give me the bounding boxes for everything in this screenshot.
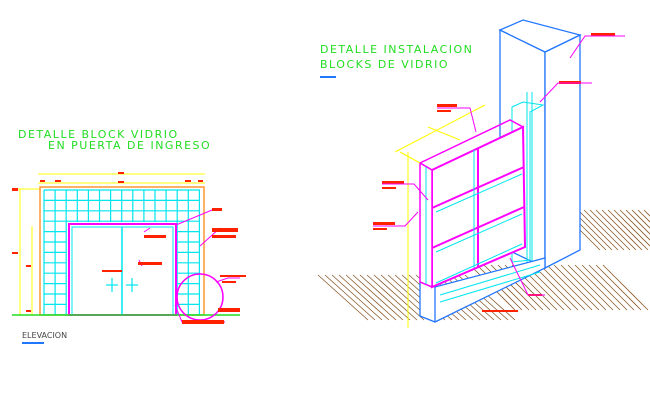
scale-label: [320, 76, 336, 78]
right-title-line2: BLOCKS DE VIDRIO: [320, 58, 449, 71]
base-curb: [419, 257, 546, 323]
glass-block-grid: [43, 189, 200, 316]
leader-lines: [373, 35, 625, 296]
detail-callout-circle: [176, 273, 224, 321]
left-title-line1: DETALLE BLOCK VIDRIO: [18, 128, 179, 141]
annotation-labels: [102, 208, 246, 324]
dimension-lines: [394, 104, 486, 328]
right-isometric: DETALLE INSTALACION BLOCKS DE VIDRIO: [317, 19, 650, 328]
right-title-line1: DETALLE INSTALACION: [320, 43, 473, 56]
view-label-elevacion: ELEVACION: [22, 331, 67, 340]
scale-label: [22, 342, 44, 344]
left-title-line2: EN PUERTA DE INGRESO: [48, 139, 211, 152]
door-handle-icon: [106, 278, 138, 292]
dimension-labels: [12, 172, 203, 312]
base-reinforcement: [439, 264, 541, 303]
left-elevation: DETALLE BLOCK VIDRIO EN PUERTA DE INGRES…: [12, 128, 246, 344]
glass-block-panel: [418, 119, 527, 289]
